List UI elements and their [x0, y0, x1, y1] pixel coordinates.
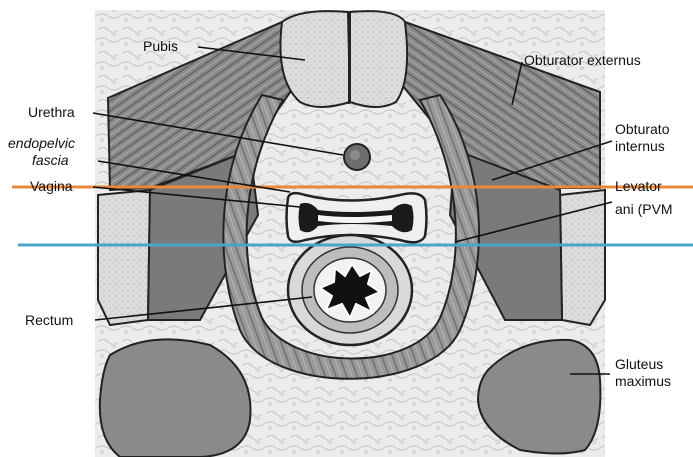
label-endopelvic-fascia-line1: endopelvic	[8, 135, 75, 152]
label-gluteus-maximus-line1: Gluteus	[615, 356, 671, 373]
label-endopelvic-fascia: endopelvic fascia	[8, 135, 75, 169]
label-obturator-externus: Obturator externus	[524, 52, 641, 69]
pubis-right	[350, 11, 407, 107]
label-obturator-internus-line2: internus	[615, 138, 669, 155]
label-endopelvic-fascia-line2: fascia	[8, 152, 75, 169]
label-levator-ani-line2: ani (PVM	[615, 201, 673, 218]
label-gluteus-maximus-line2: maximus	[615, 373, 671, 390]
urethra-lumen	[350, 150, 360, 160]
label-vagina: Vagina	[30, 178, 73, 195]
label-rectum: Rectum	[25, 312, 73, 329]
label-levator-ani-line1: Levator	[615, 178, 673, 195]
ischium-left	[98, 190, 150, 325]
gluteus-maximus-left	[100, 339, 251, 457]
label-gluteus-maximus: Gluteus maximus	[615, 356, 671, 390]
label-levator-ani: Levator ani (PVM	[615, 178, 673, 218]
label-obturator-internus-line1: Obturato	[615, 121, 669, 138]
label-urethra: Urethra	[28, 104, 75, 121]
label-obturator-internus: Obturato internus	[615, 121, 669, 155]
label-pubis: Pubis	[143, 38, 178, 55]
